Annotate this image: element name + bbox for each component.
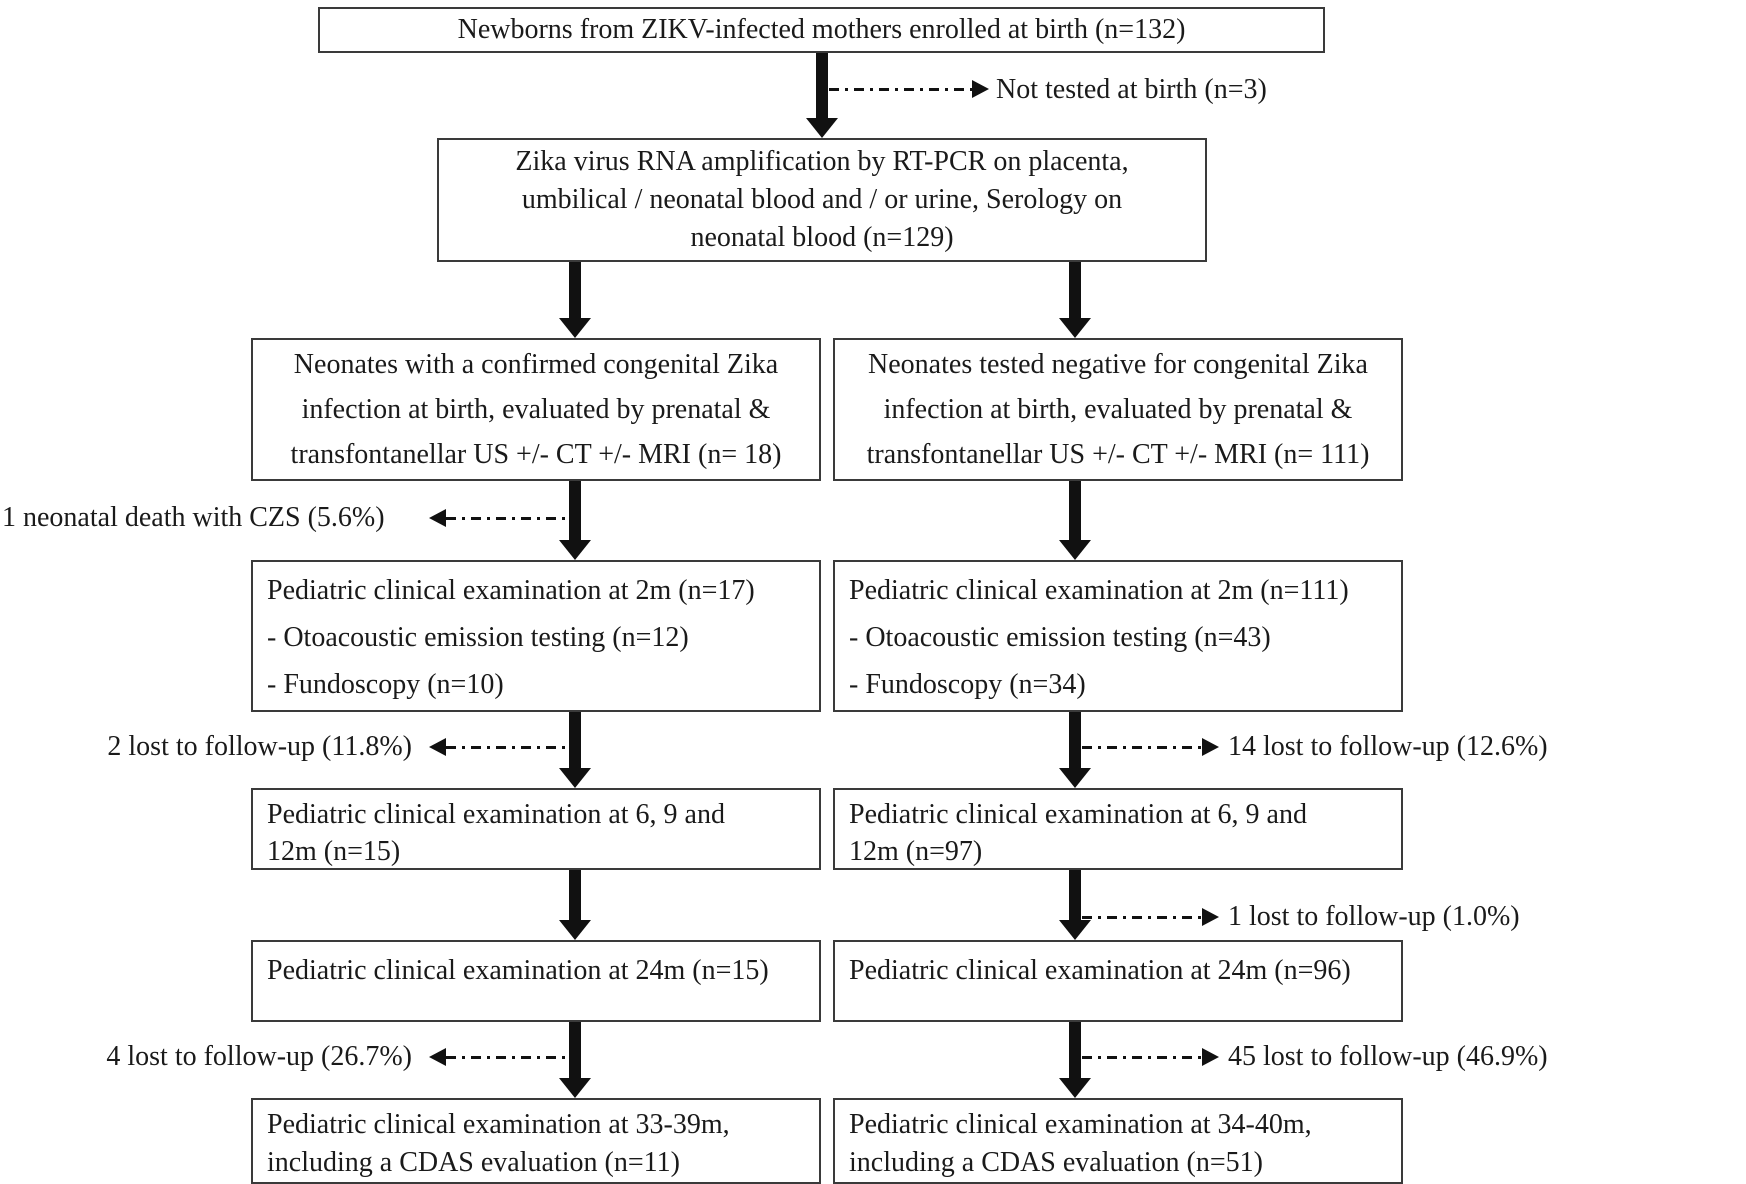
box-confirmed-zika: Neonates with a confirmed congenital Zik…	[251, 338, 821, 481]
dashdot-lost-right-3-arrowhead-icon	[1202, 1048, 1219, 1066]
dashdot-lost-right-2-line	[1082, 916, 1202, 919]
box-cdas-left-line1: Pediatric clinical examination at 33-39m…	[267, 1109, 730, 1140]
annotation-lost-right-3: 45 lost to follow-up (46.9%)	[1228, 1041, 1548, 1072]
box-exam2m-left-line2: - Otoacoustic emission testing (n=12)	[267, 622, 689, 653]
box-exam2m-left: Pediatric clinical examination at 2m (n=…	[251, 560, 821, 712]
box-enrolled-text: Newborns from ZIKV-infected mothers enro…	[457, 14, 1186, 45]
box-cdas-right-line1: Pediatric clinical examination at 34-40m…	[849, 1109, 1312, 1140]
box-negative-line1: Neonates tested negative for congenital …	[868, 349, 1368, 380]
arrow-rtpcr-to-confirmed-head	[559, 318, 591, 338]
box-confirmed-line3: transfontanellar US +/- CT +/- MRI (n= 1…	[290, 439, 782, 470]
box-negative-zika: Neonates tested negative for congenital …	[833, 338, 1403, 481]
arrow-exam6912-to-exam24-left-shaft	[569, 870, 581, 921]
box-exam2m-right: Pediatric clinical examination at 2m (n=…	[833, 560, 1403, 712]
box-cdas-left-line2: including a CDAS evaluation (n=11)	[267, 1147, 680, 1178]
annotation-neonatal-death: 1 neonatal death with CZS (5.6%)	[2, 502, 385, 533]
arrow-negative-to-exam2m-shaft	[1069, 481, 1081, 541]
box-exam2m-right-line3: - Fundoscopy (n=34)	[849, 669, 1086, 700]
dashdot-lost-right-1-line	[1082, 746, 1202, 749]
dashdot-neonatal-death-line	[446, 517, 569, 520]
box-exam6912-left: Pediatric clinical examination at 6, 9 a…	[251, 788, 821, 870]
dashdot-lost-right-2-arrowhead-icon	[1202, 908, 1219, 926]
box-exam24-left-text: Pediatric clinical examination at 24m (n…	[267, 955, 769, 986]
arrow-exam24-to-cdas-right-head	[1059, 1078, 1091, 1098]
dashdot-not-tested-arrowhead-icon	[972, 80, 989, 98]
arrow-rtpcr-to-negative-shaft	[1069, 262, 1081, 319]
annotation-lost-left-2: 4 lost to follow-up (26.7%)	[106, 1041, 412, 1072]
arrow-confirmed-to-exam2m-shaft	[569, 481, 581, 541]
arrow-exam24-to-cdas-left-shaft	[569, 1022, 581, 1079]
box-exam2m-left-line1: Pediatric clinical examination at 2m (n=…	[267, 575, 755, 606]
arrow-exam24-to-cdas-right-shaft	[1069, 1022, 1081, 1079]
annotation-lost-left-1: 2 lost to follow-up (11.8%)	[107, 731, 412, 762]
box-exam6912-right-line1: Pediatric clinical examination at 6, 9 a…	[849, 799, 1307, 830]
arrow-confirmed-to-exam2m-head	[559, 540, 591, 560]
dashdot-lost-left-2-line	[446, 1056, 569, 1059]
box-exam6912-left-line2: 12m (n=15)	[267, 836, 401, 867]
box-rtpcr-line3: neonatal blood (n=129)	[690, 222, 954, 253]
annotation-lost-right-2: 1 lost to follow-up (1.0%)	[1228, 901, 1520, 932]
arrow-enrolled-to-rtpcr-shaft	[816, 53, 828, 119]
dashdot-lost-right-3-line	[1082, 1056, 1202, 1059]
box-exam6912-right-line2: 12m (n=97)	[849, 836, 983, 867]
box-enrolled: Newborns from ZIKV-infected mothers enro…	[318, 7, 1325, 53]
arrow-rtpcr-to-confirmed-shaft	[569, 262, 581, 319]
arrow-exam2m-to-exam6912-left-head	[559, 768, 591, 788]
box-exam2m-right-line2: - Otoacoustic emission testing (n=43)	[849, 622, 1271, 653]
box-negative-line3: transfontanellar US +/- CT +/- MRI (n= 1…	[866, 439, 1370, 470]
arrow-exam6912-to-exam24-left-head	[559, 920, 591, 940]
box-negative-line2: infection at birth, evaluated by prenata…	[883, 394, 1353, 425]
box-exam24-right: Pediatric clinical examination at 24m (n…	[833, 940, 1403, 1022]
box-confirmed-line1: Neonates with a confirmed congenital Zik…	[293, 349, 779, 380]
arrow-exam6912-to-exam24-right-shaft	[1069, 870, 1081, 921]
annotation-lost-right-1: 14 lost to follow-up (12.6%)	[1228, 731, 1548, 762]
box-cdas-right-line2: including a CDAS evaluation (n=51)	[849, 1147, 1263, 1178]
arrow-exam6912-to-exam24-right-head	[1059, 920, 1091, 940]
dashdot-lost-left-1-line	[446, 746, 569, 749]
dashdot-neonatal-death-arrowhead-icon	[429, 509, 446, 527]
dashdot-not-tested-line	[829, 88, 972, 91]
box-exam6912-left-line1: Pediatric clinical examination at 6, 9 a…	[267, 799, 725, 830]
box-exam24-left: Pediatric clinical examination at 24m (n…	[251, 940, 821, 1022]
box-rtpcr-line1: Zika virus RNA amplification by RT-PCR o…	[515, 146, 1129, 177]
arrow-exam2m-to-exam6912-right-shaft	[1069, 712, 1081, 769]
box-exam24-right-text: Pediatric clinical examination at 24m (n…	[849, 955, 1351, 986]
arrow-negative-to-exam2m-head	[1059, 540, 1091, 560]
annotation-not-tested: Not tested at birth (n=3)	[996, 74, 1267, 105]
arrow-exam2m-to-exam6912-right-head	[1059, 768, 1091, 788]
arrow-rtpcr-to-negative-head	[1059, 318, 1091, 338]
box-confirmed-line2: infection at birth, evaluated by prenata…	[301, 394, 771, 425]
arrow-enrolled-to-rtpcr-head	[806, 118, 838, 138]
box-rtpcr: Zika virus RNA amplification by RT-PCR o…	[437, 138, 1207, 262]
box-rtpcr-line2: umbilical / neonatal blood and / or urin…	[521, 184, 1123, 215]
arrow-exam2m-to-exam6912-left-shaft	[569, 712, 581, 769]
box-cdas-right: Pediatric clinical examination at 34-40m…	[833, 1098, 1403, 1184]
box-exam2m-right-line1: Pediatric clinical examination at 2m (n=…	[849, 575, 1349, 606]
dashdot-lost-left-2-arrowhead-icon	[429, 1048, 446, 1066]
arrow-exam24-to-cdas-left-head	[559, 1078, 591, 1098]
dashdot-lost-right-1-arrowhead-icon	[1202, 738, 1219, 756]
box-exam6912-right: Pediatric clinical examination at 6, 9 a…	[833, 788, 1403, 870]
box-cdas-left: Pediatric clinical examination at 33-39m…	[251, 1098, 821, 1184]
dashdot-lost-left-1-arrowhead-icon	[429, 738, 446, 756]
box-exam2m-left-line3: - Fundoscopy (n=10)	[267, 669, 504, 700]
